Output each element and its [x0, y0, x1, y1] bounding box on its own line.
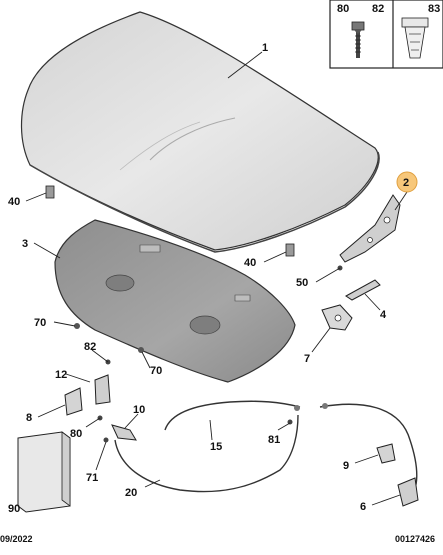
callout-2-badge: 2 — [396, 171, 418, 193]
hood-panel — [20, 11, 380, 253]
callout-3: 3 — [22, 238, 28, 250]
release-lever — [111, 424, 137, 441]
inset-label-82: 82 — [372, 3, 384, 15]
callout-12: 12 — [55, 369, 67, 381]
hood-bumper-right — [285, 243, 295, 257]
hood-latch — [321, 304, 353, 331]
callout-6: 6 — [360, 501, 366, 513]
safety-catch-bracket — [64, 359, 111, 421]
callout-9: 9 — [343, 460, 349, 472]
clip-70-left — [74, 323, 80, 329]
callout-2: 2 — [403, 177, 409, 189]
callout-8: 8 — [26, 412, 32, 424]
callout-40-left: 40 — [8, 196, 20, 208]
callout-1: 1 — [262, 42, 268, 54]
callout-40-right: 40 — [244, 257, 256, 269]
hinge-bracket — [345, 279, 381, 301]
callout-82: 82 — [84, 341, 96, 353]
callout-4: 4 — [380, 309, 387, 321]
hood-hinge — [339, 194, 401, 263]
callout-70-left: 70 — [34, 317, 46, 329]
release-handle — [376, 443, 396, 464]
clip-70-right — [138, 347, 144, 353]
callout-10: 10 — [133, 404, 145, 416]
callout-90: 90 — [8, 503, 20, 515]
callouts: 1 40 3 40 50 70 70 2 4 7 82 12 8 80 10 7… — [8, 42, 418, 515]
callout-70-right: 70 — [150, 365, 162, 377]
inset-label-83: 83 — [428, 3, 440, 15]
screw-icon — [351, 21, 365, 58]
handle-bracket — [397, 477, 419, 507]
callout-80: 80 — [70, 428, 82, 440]
callout-71: 71 — [86, 472, 98, 484]
fastener-inset: 80 82 83 — [329, 0, 443, 69]
leader-lines — [25, 51, 408, 506]
footer-date: 09/2022 — [0, 534, 33, 544]
clip-icon — [401, 17, 429, 59]
callout-81: 81 — [268, 434, 280, 446]
inset-label-80: 80 — [337, 3, 349, 15]
hood-bumper-left — [45, 185, 55, 199]
hood-insulation-liner — [54, 219, 296, 383]
callout-7: 7 — [304, 353, 310, 365]
callout-50: 50 — [296, 277, 308, 289]
callout-15: 15 — [210, 441, 222, 453]
callout-20: 20 — [125, 487, 137, 499]
clip-71 — [103, 437, 109, 443]
footer-code: 00127426 — [395, 534, 435, 544]
release-cable — [114, 400, 418, 496]
foam-pad — [17, 431, 71, 513]
